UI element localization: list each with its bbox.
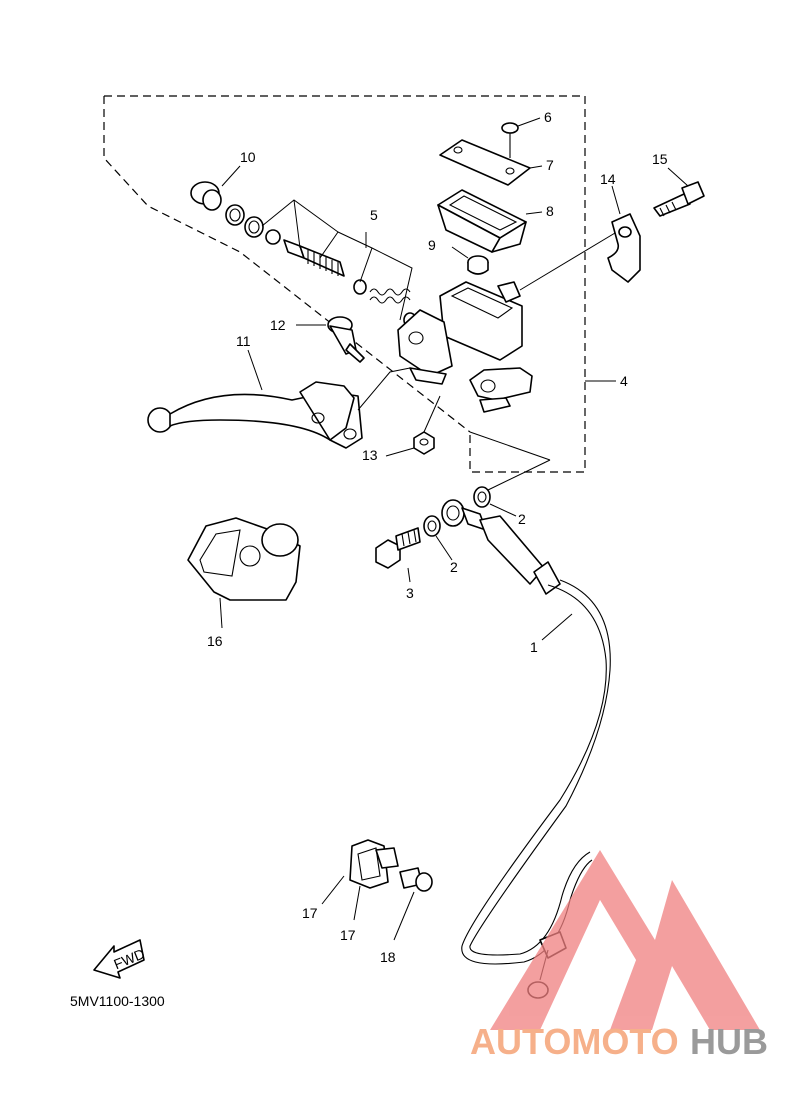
lever-cover [187,517,301,629]
callout-2-lower: 2 [450,559,458,575]
callout-10: 10 [240,149,256,165]
callout-17-right: 17 [340,927,356,943]
union-bolt [375,527,421,583]
assembly-boundary [103,95,616,473]
callout-14: 14 [600,171,616,187]
grommet [451,246,489,275]
watermark-text-hub: HUB [690,1021,768,1062]
handlebar-clamp [607,185,641,283]
reservoir-screw [501,117,541,158]
callout-3: 3 [406,585,414,601]
callout-17-left: 17 [302,905,318,921]
callout-11: 11 [236,333,251,349]
callout-2-upper: 2 [518,511,526,527]
clutch-lever [147,349,411,449]
clamp-bolt [653,167,705,217]
callout-15: 15 [652,151,668,167]
callout-8: 8 [546,203,554,219]
lever-nut [385,395,441,457]
callout-6: 6 [544,109,552,125]
callout-18: 18 [380,949,396,965]
callout-4: 4 [620,373,628,389]
diagram-code: 5MV1100-1300 [70,993,165,1009]
diaphragm [437,189,543,253]
watermark-text-auto: AUTOMOTO [470,1021,679,1062]
dust-boot [190,165,241,211]
forward-arrow-icon: FWD [93,939,147,979]
callout-16: 16 [207,633,223,649]
copper-washer [423,486,517,561]
pivot-bolt [296,316,365,363]
reservoir-cap [439,139,543,186]
fwd-label: FWD [111,945,147,972]
logo-triangle-icon [490,850,760,1030]
callout-12: 12 [270,317,286,333]
callout-1: 1 [530,639,538,655]
master-cylinder-body [397,229,621,413]
piston-kit [261,199,417,328]
callouts: 6 7 8 9 10 5 14 15 12 11 4 13 2 2 3 1 16… [70,109,668,1009]
callout-5: 5 [370,207,378,223]
circlip [225,204,281,245]
clamp-screw [393,867,433,941]
hose-clamp [321,839,399,921]
callout-7: 7 [546,157,554,173]
callout-13: 13 [362,447,378,463]
watermark-logo [490,850,760,1030]
callout-9: 9 [428,237,436,253]
